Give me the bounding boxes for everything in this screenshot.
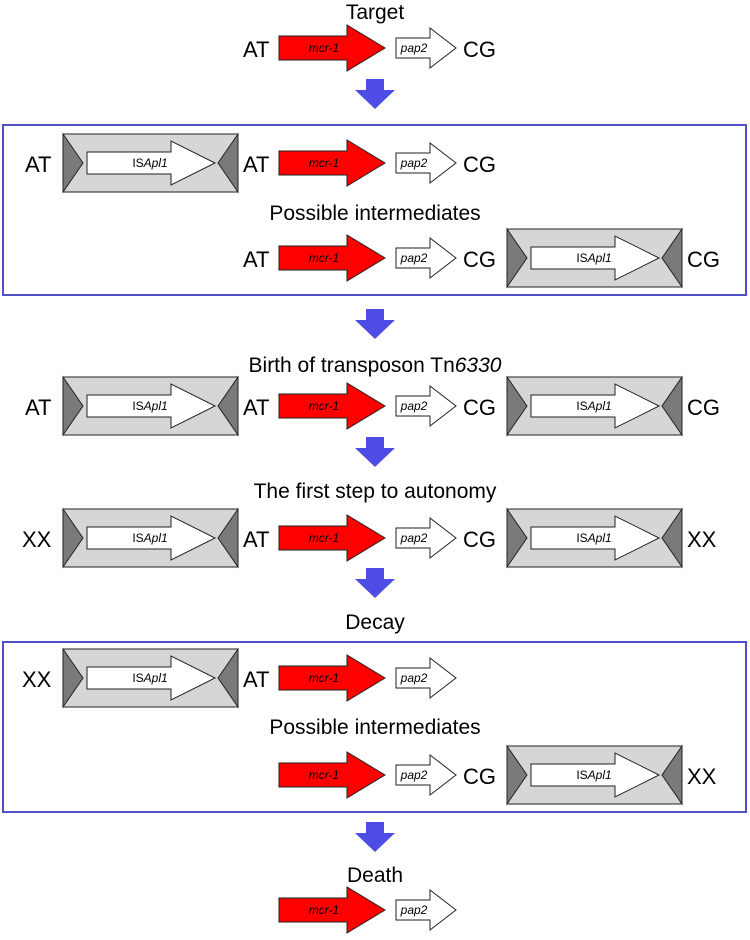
isapl1-label: ISApl1 [132, 399, 167, 413]
mcr-1-label: mcr-1 [309, 399, 339, 413]
isapl1-label: ISApl1 [576, 399, 611, 413]
flow-arrow [355, 309, 395, 339]
site-xx: XX [687, 764, 717, 789]
pap2-label: pap2 [400, 531, 428, 545]
pap2-label: pap2 [400, 251, 428, 265]
isapl1-label: ISApl1 [576, 251, 611, 265]
site-at: AT [243, 152, 269, 177]
heading-intermediates: Possible intermediates [269, 716, 480, 739]
site-xx: XX [22, 527, 52, 552]
site-xx: XX [22, 667, 52, 692]
site-at: AT [243, 667, 269, 692]
pap2-label: pap2 [400, 671, 428, 685]
isapl1-label: ISApl1 [132, 531, 167, 545]
mcr-1-label: mcr-1 [309, 903, 339, 917]
heading-first-step: The first step to autonomy [254, 480, 497, 503]
isapl1-label: ISApl1 [576, 768, 611, 782]
flow-arrow [355, 568, 395, 598]
site-cg: CG [463, 764, 496, 789]
site-xx: XX [687, 527, 717, 552]
heading-death: Death [347, 864, 403, 887]
site-at: AT [243, 527, 269, 552]
site-cg: CG [687, 395, 720, 420]
mcr-1-label: mcr-1 [309, 671, 339, 685]
heading-intermediates: Possible intermediates [269, 202, 480, 225]
mcr-1-label: mcr-1 [309, 156, 339, 170]
flow-arrow [355, 79, 395, 109]
pap2-label: pap2 [400, 768, 428, 782]
site-at: AT [25, 395, 51, 420]
mcr-1-label: mcr-1 [309, 531, 339, 545]
flow-arrow [355, 822, 395, 852]
pap2-label: pap2 [400, 156, 428, 170]
site-cg: CG [463, 395, 496, 420]
site-cg: CG [463, 527, 496, 552]
heading-target: Target [346, 1, 405, 24]
site-cg: CG [687, 247, 720, 272]
pap2-label: pap2 [400, 399, 428, 413]
pap2-label: pap2 [400, 903, 428, 917]
site-cg: CG [463, 37, 496, 62]
mcr-1-label: mcr-1 [309, 41, 339, 55]
mcr-1-label: mcr-1 [309, 251, 339, 265]
site-cg: CG [463, 152, 496, 177]
site-cg: CG [463, 247, 496, 272]
site-at: AT [25, 152, 51, 177]
flow-arrow [355, 437, 395, 467]
pap2-label: pap2 [400, 41, 428, 55]
isapl1-label: ISApl1 [132, 671, 167, 685]
mcr-1-label: mcr-1 [309, 768, 339, 782]
site-at: AT [243, 395, 269, 420]
site-at: AT [243, 37, 269, 62]
isapl1-label: ISApl1 [132, 156, 167, 170]
isapl1-label: ISApl1 [576, 531, 611, 545]
heading-birth: Birth of transposon Tn6330 [249, 354, 502, 377]
intermediates-frame [2, 124, 747, 296]
site-at: AT [243, 247, 269, 272]
heading-decay: Decay [345, 611, 405, 634]
intermediates-frame [2, 641, 747, 813]
